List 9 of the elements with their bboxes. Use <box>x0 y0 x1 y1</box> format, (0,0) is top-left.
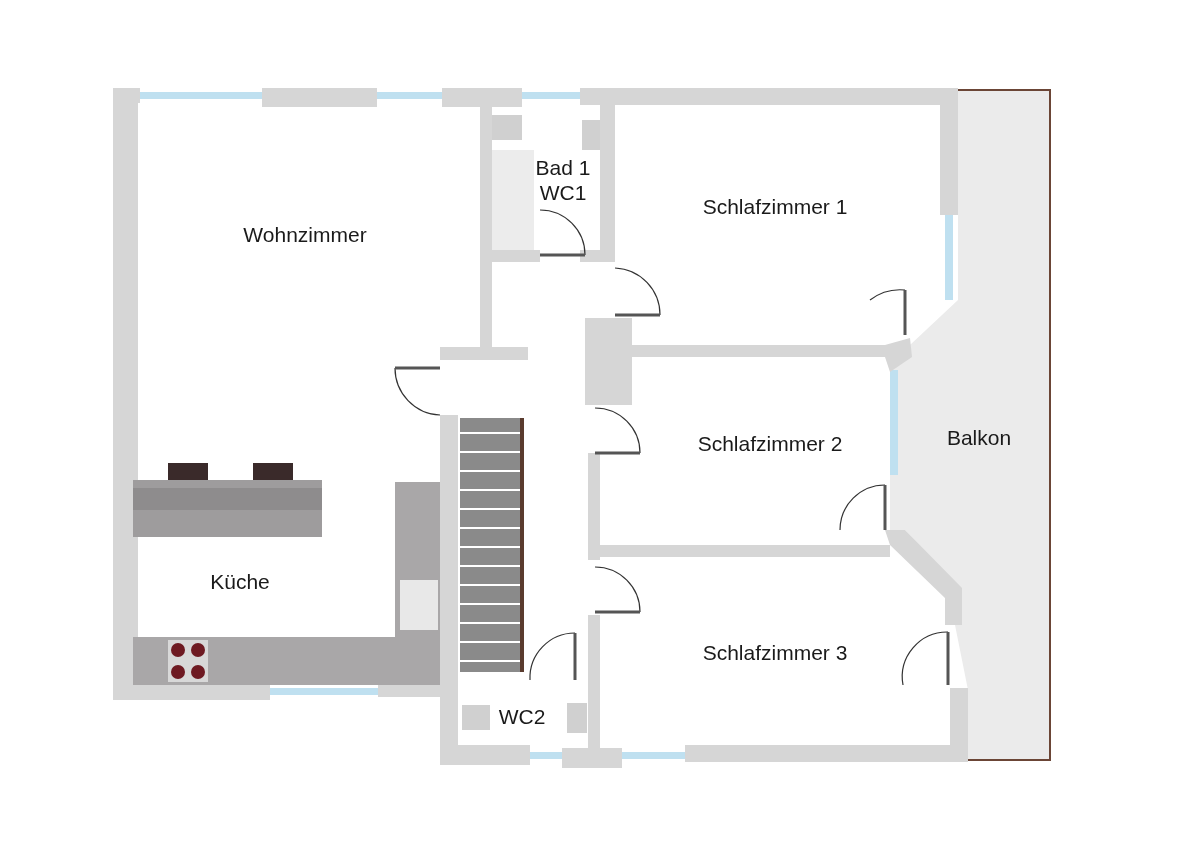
room-name: Balkon <box>946 424 1012 450</box>
room-name: Bad 1 <box>535 155 591 180</box>
room-name: Küche <box>210 568 270 594</box>
room-name: Schlafzimmer 1 <box>702 193 848 219</box>
room-name: Schlafzimmer 2 <box>697 430 843 456</box>
room-name: WC1 <box>538 180 588 205</box>
room-name: Wohnzimmer <box>243 221 367 247</box>
room-name: Schlafzimmer 3 <box>702 639 848 665</box>
room-name: WC2 <box>498 703 546 729</box>
